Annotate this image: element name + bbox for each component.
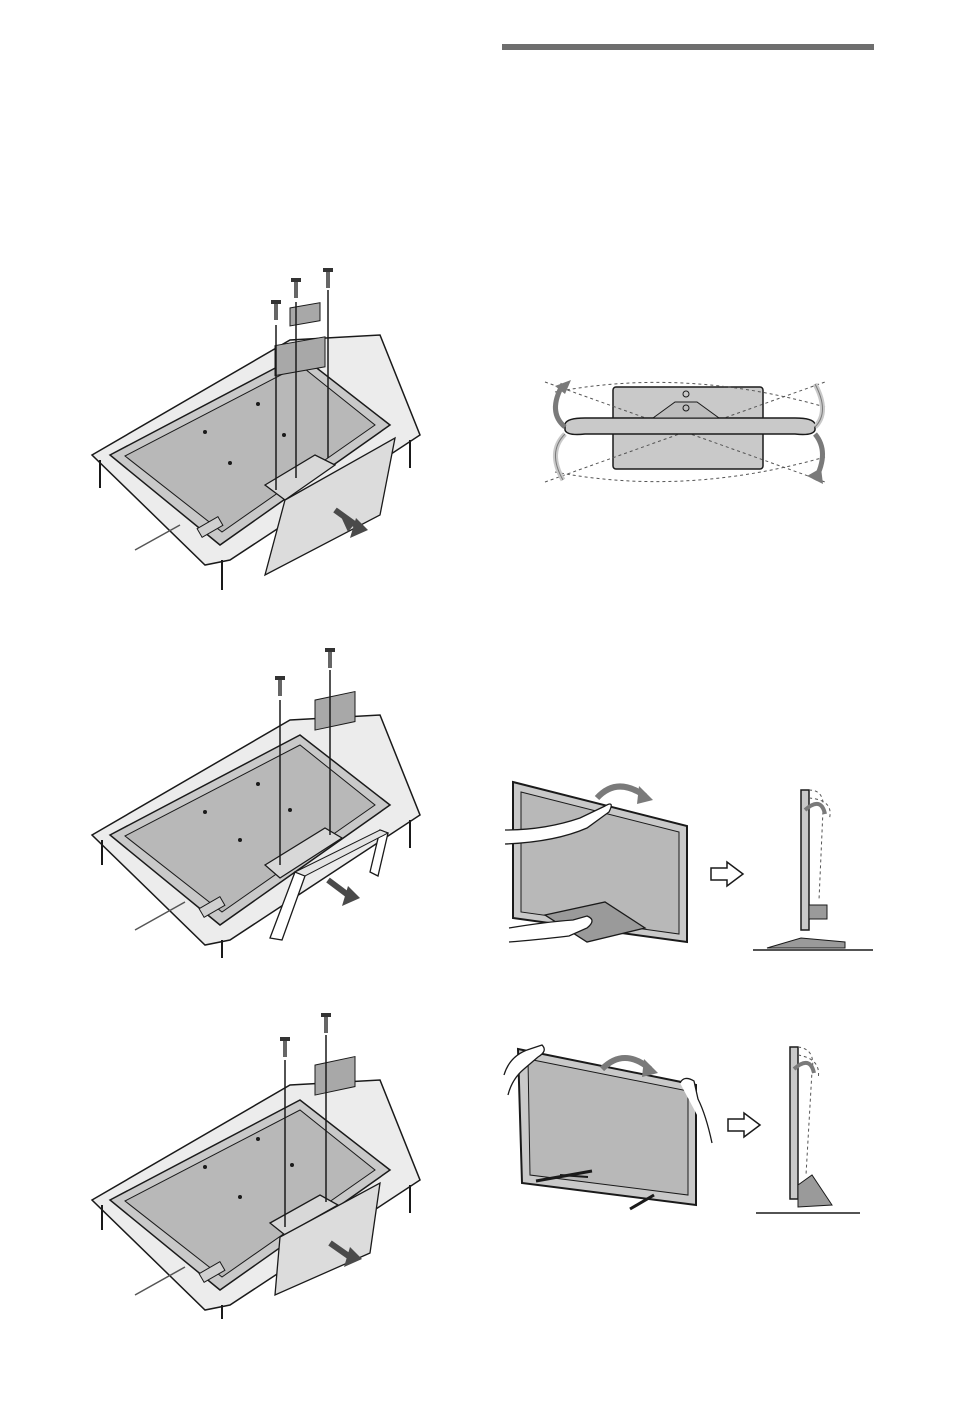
- stand-removal-figure-1-svg: [80, 260, 440, 590]
- screw-icon: [325, 648, 335, 668]
- tilt-adjust-figure-2-svg: [500, 1035, 880, 1225]
- screw-icon: [271, 300, 281, 320]
- direction-arrow-icon: [328, 880, 348, 895]
- outline-arrow-icon: [728, 1113, 760, 1137]
- swivel-top-view-svg: [525, 372, 845, 492]
- section-rule: [502, 44, 874, 50]
- screw-icon: [323, 268, 333, 288]
- tilt-adjust-figure-2: [500, 1035, 880, 1225]
- screw-icon: [321, 1013, 331, 1033]
- stand-removal-figure-3-svg: [80, 1005, 440, 1320]
- tilt-adjust-figure-1-svg: [505, 770, 885, 965]
- screw-icon: [275, 676, 285, 696]
- callout-line: [135, 525, 180, 550]
- stand-removal-figure-2: [80, 640, 440, 960]
- stand-removal-figure-2-svg: [80, 640, 440, 960]
- outline-arrow-icon: [711, 862, 743, 886]
- stand-removal-figure-1: [80, 260, 440, 590]
- swivel-top-view-figure: [525, 372, 845, 492]
- tilt-adjust-figure-1: [505, 770, 885, 965]
- screw-icon: [280, 1037, 290, 1057]
- screw-icon: [291, 278, 301, 298]
- stand-removal-figure-3: [80, 1005, 440, 1320]
